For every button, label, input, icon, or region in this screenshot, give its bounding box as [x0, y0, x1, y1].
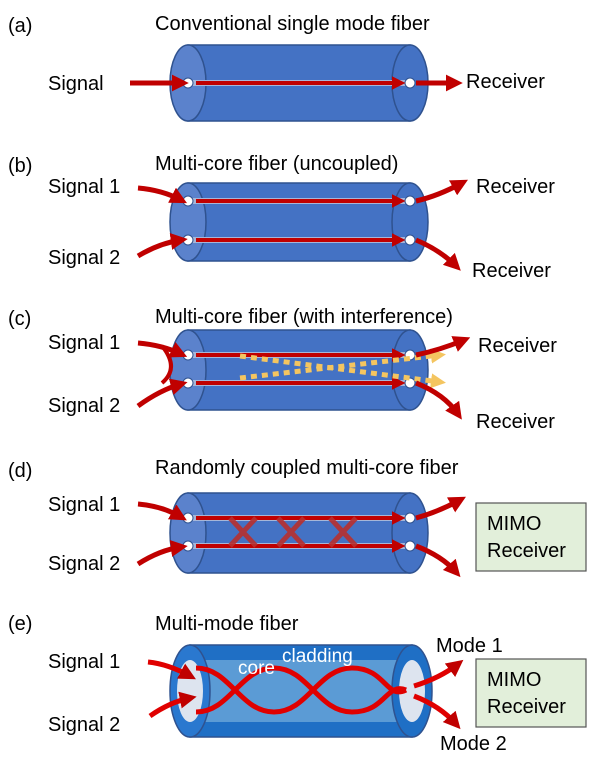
- signal-2-arrow: [148, 691, 197, 719]
- output-2-arrow: [415, 237, 461, 271]
- output-2-arrow: [415, 543, 461, 578]
- signal-2-arrow: [136, 540, 188, 567]
- signal-1-label: Signal 1: [48, 494, 120, 516]
- mimo-receiver-box: MIMO Receiver: [475, 658, 587, 728]
- receiver-2-label: Receiver: [472, 260, 551, 282]
- interference-2-path: [239, 348, 446, 381]
- signal-2-label: Signal 2: [48, 395, 120, 417]
- mimo-line-2: Receiver: [487, 696, 566, 718]
- panel-c-label: (c): [8, 308, 31, 330]
- signal-2-label: Signal 2: [48, 714, 120, 736]
- output-2-arrow: [413, 693, 461, 730]
- panel-c: (c) Multi-core fiber (with interference)…: [8, 306, 557, 433]
- panel-b-label: (b): [8, 155, 32, 177]
- panel-d-label: (d): [8, 460, 32, 482]
- crosstalk-arrow: [160, 344, 173, 385]
- mimo-receiver-box: MIMO Receiver: [475, 502, 587, 572]
- output-1-arrow: [413, 659, 464, 689]
- output-2-arrow: [415, 380, 462, 420]
- receiver-label: Receiver: [466, 71, 545, 93]
- fiber-cylinder: [169, 492, 429, 574]
- random-coupling-marks: [228, 516, 358, 548]
- panel-a: (a) Conventional single mode fiber Signa…: [8, 13, 545, 122]
- mimo-line-1: MIMO: [487, 669, 541, 691]
- panel-a-label: (a): [8, 15, 32, 37]
- output-1-arrow: [415, 336, 471, 358]
- mimo-line-1: MIMO: [487, 513, 541, 535]
- panel-d-title: Randomly coupled multi-core fiber: [155, 457, 459, 479]
- fiber-cylinder: [169, 182, 429, 262]
- signal-2-arrow: [136, 233, 188, 259]
- signal-label: Signal: [48, 73, 104, 95]
- signal-1-label: Signal 1: [48, 176, 120, 198]
- panel-c-title: Multi-core fiber (with interference): [155, 306, 453, 328]
- cladding-label: cladding: [282, 646, 353, 667]
- signal-2-label: Signal 2: [48, 553, 120, 575]
- signal-1-arrow: [137, 501, 187, 521]
- signal-1-arrow: [147, 659, 196, 680]
- signal-1-label: Signal 1: [48, 651, 120, 673]
- output-1-arrow: [415, 179, 468, 204]
- panel-e-title: Multi-mode fiber: [155, 613, 299, 635]
- panel-e: (e) Multi-mode fiber core cladding MIMO …: [8, 613, 587, 755]
- signal-2-arrow: [136, 378, 188, 409]
- panel-d: (d) Randomly coupled multi-core fiber MI…: [8, 457, 587, 578]
- receiver-1-label: Receiver: [478, 335, 557, 357]
- output-1-arrow: [415, 496, 466, 521]
- core-label: core: [238, 658, 275, 679]
- mode-1-label: Mode 1: [436, 635, 503, 657]
- panel-b: (b) Multi-core fiber (uncoupled) Signal …: [8, 153, 555, 282]
- panel-a-title: Conventional single mode fiber: [155, 13, 430, 35]
- panel-b-title: Multi-core fiber (uncoupled): [155, 153, 398, 175]
- signal-1-arrow: [137, 340, 188, 358]
- receiver-1-label: Receiver: [476, 176, 555, 198]
- mode-2-wave: [195, 665, 407, 715]
- signal-1-label: Signal 1: [48, 332, 120, 354]
- receiver-2-label: Receiver: [476, 411, 555, 433]
- panel-e-label: (e): [8, 613, 32, 635]
- signal-1-arrow: [137, 185, 188, 204]
- mimo-line-2: Receiver: [487, 540, 566, 562]
- signal-2-label: Signal 2: [48, 247, 120, 269]
- mode-2-label: Mode 2: [440, 733, 507, 755]
